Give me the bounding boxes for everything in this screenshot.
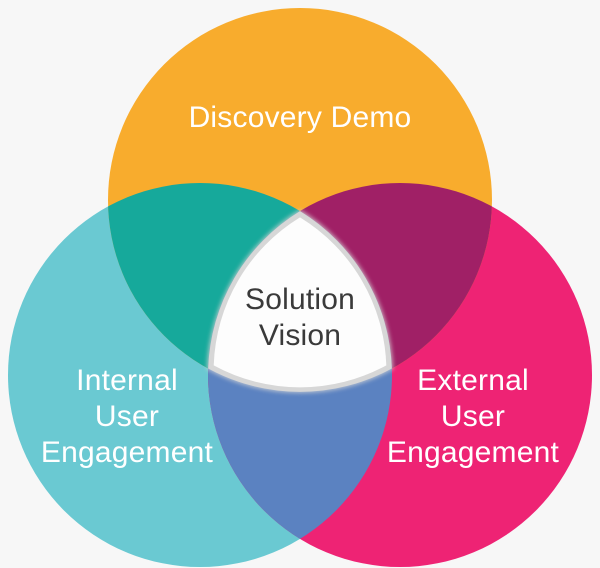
internal-label-line3: Engagement: [40, 436, 214, 469]
discovery-demo-label: Discovery Demo: [100, 100, 500, 136]
internal-user-engagement-label: Internal User Engagement: [17, 363, 237, 471]
solution-vision-label: Solution Vision: [200, 282, 400, 354]
internal-label-line2: User: [94, 400, 160, 433]
external-user-engagement-label: External User Engagement: [363, 363, 583, 471]
discovery-demo-label-text: Discovery Demo: [188, 101, 412, 134]
solution-vision-line1: Solution: [244, 283, 355, 316]
external-label-line3: Engagement: [386, 436, 560, 469]
solution-vision-line2: Vision: [258, 319, 342, 352]
internal-label-line1: Internal: [76, 364, 178, 397]
center-region: [213, 217, 387, 388]
external-label-line2: User: [440, 400, 506, 433]
external-label-line1: External: [417, 364, 529, 397]
